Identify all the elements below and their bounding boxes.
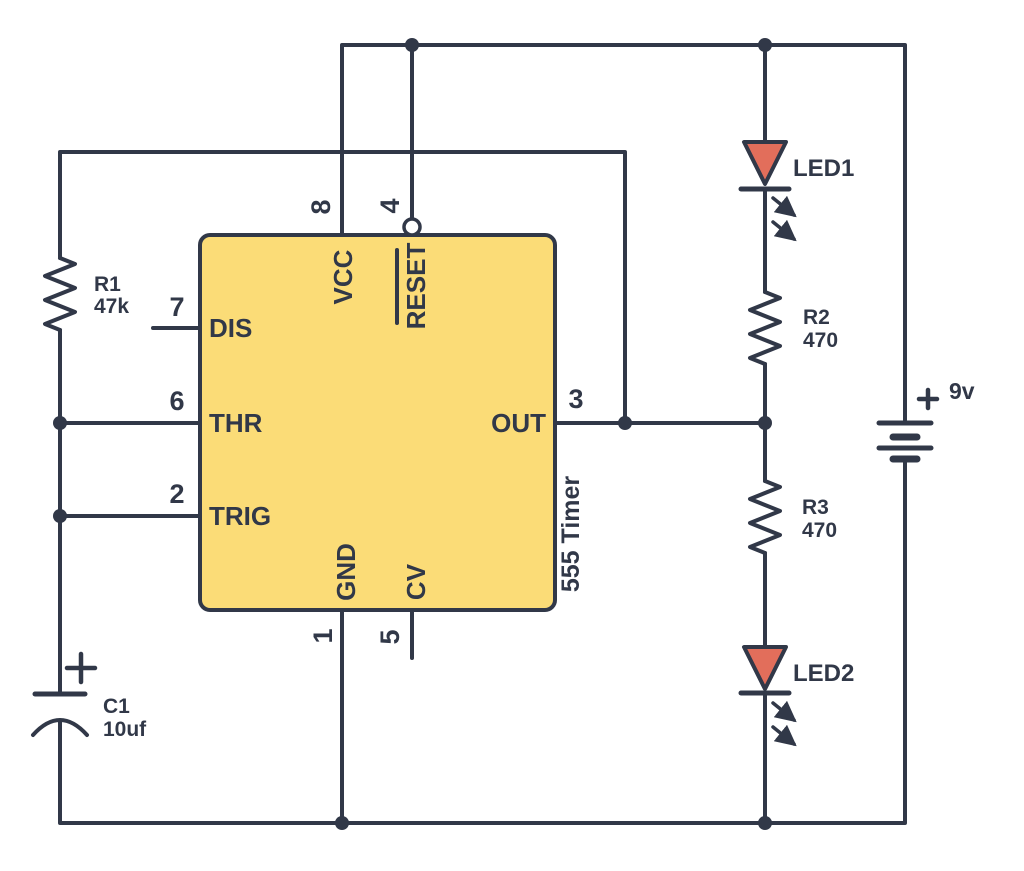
- ic-555-timer: DIS THR TRIG OUT VCC RESET GND CV 555 Ti…: [169, 198, 585, 644]
- pin-label-out: OUT: [491, 408, 546, 438]
- pin-number-2: 2: [169, 479, 184, 509]
- wire-vcc-net: [340, 43, 907, 422]
- resistor-r1: R1 47k: [43, 256, 129, 332]
- led1-light-arrow-icon: [771, 195, 797, 218]
- pin-number-5: 5: [375, 629, 405, 644]
- junction-dot: [758, 416, 772, 430]
- resistor-zigzag: [43, 256, 77, 332]
- label-battery-voltage: 9v: [949, 378, 975, 404]
- label-r2-ref: R2: [803, 306, 830, 329]
- resistor-r2: R2 470: [748, 290, 838, 366]
- pin-label-cv: CV: [401, 563, 431, 600]
- led2-light-arrow-icon: [771, 724, 797, 747]
- wire-thr-trig-net: [58, 328, 202, 694]
- led2-triangle-icon: [742, 645, 788, 691]
- junction-dots: [53, 38, 772, 830]
- pin-label-reset: RESET: [401, 243, 431, 330]
- pin-number-7: 7: [169, 292, 184, 322]
- battery-plus-sign: [916, 387, 940, 411]
- junction-dot: [758, 38, 772, 52]
- led1-light-arrow-icon: [771, 219, 797, 242]
- led2-light-arrow-icon: [771, 700, 797, 723]
- junction-dot: [335, 816, 349, 830]
- label-r1-value: 47k: [94, 295, 129, 318]
- chip-body: [198, 233, 557, 612]
- junction-dot: [405, 38, 419, 52]
- pin-number-6: 6: [169, 386, 184, 416]
- led2: LED2: [738, 645, 854, 747]
- junction-dot: [758, 816, 772, 830]
- label-led1-ref: LED1: [793, 155, 854, 182]
- led1-triangle-icon: [742, 140, 788, 186]
- pin-number-3: 3: [568, 384, 583, 414]
- pin-label-dis: DIS: [209, 313, 252, 343]
- resistor-r3: R3 470: [748, 479, 837, 555]
- pin-label-vcc: VCC: [328, 249, 358, 304]
- resistor-zigzag: [748, 479, 782, 555]
- pin-label-gnd: GND: [331, 543, 361, 601]
- reset-active-low-bubble-icon: [402, 217, 422, 237]
- label-r2-value: 470: [803, 329, 838, 352]
- junction-dot: [53, 416, 67, 430]
- junction-dot: [618, 416, 632, 430]
- c1-plus-sign: [64, 651, 98, 685]
- led1: LED1: [738, 140, 854, 242]
- junction-dot: [53, 509, 67, 523]
- chip-title: 555 Timer: [557, 476, 585, 593]
- c1-curved-plate: [31, 718, 89, 737]
- pin-label-thr: THR: [209, 408, 263, 438]
- label-led2-ref: LED2: [793, 660, 854, 687]
- battery-9v: 9v: [876, 378, 975, 463]
- wire-ground-net: [58, 459, 907, 825]
- pin-label-trig: TRIG: [209, 501, 271, 531]
- pin-number-4: 4: [375, 198, 405, 213]
- label-c1-ref: C1: [103, 695, 130, 718]
- label-r3-value: 470: [802, 519, 837, 542]
- wire-out-feedback-net: [58, 150, 767, 425]
- pin-number-8: 8: [306, 199, 336, 214]
- label-c1-value: 10uf: [103, 718, 147, 741]
- label-r3-ref: R3: [802, 496, 829, 519]
- pin-number-1: 1: [308, 628, 338, 643]
- capacitor-c1: C1 10uf: [31, 651, 147, 741]
- resistor-zigzag: [748, 290, 782, 366]
- label-r1-ref: R1: [94, 273, 121, 296]
- wires: [58, 43, 907, 825]
